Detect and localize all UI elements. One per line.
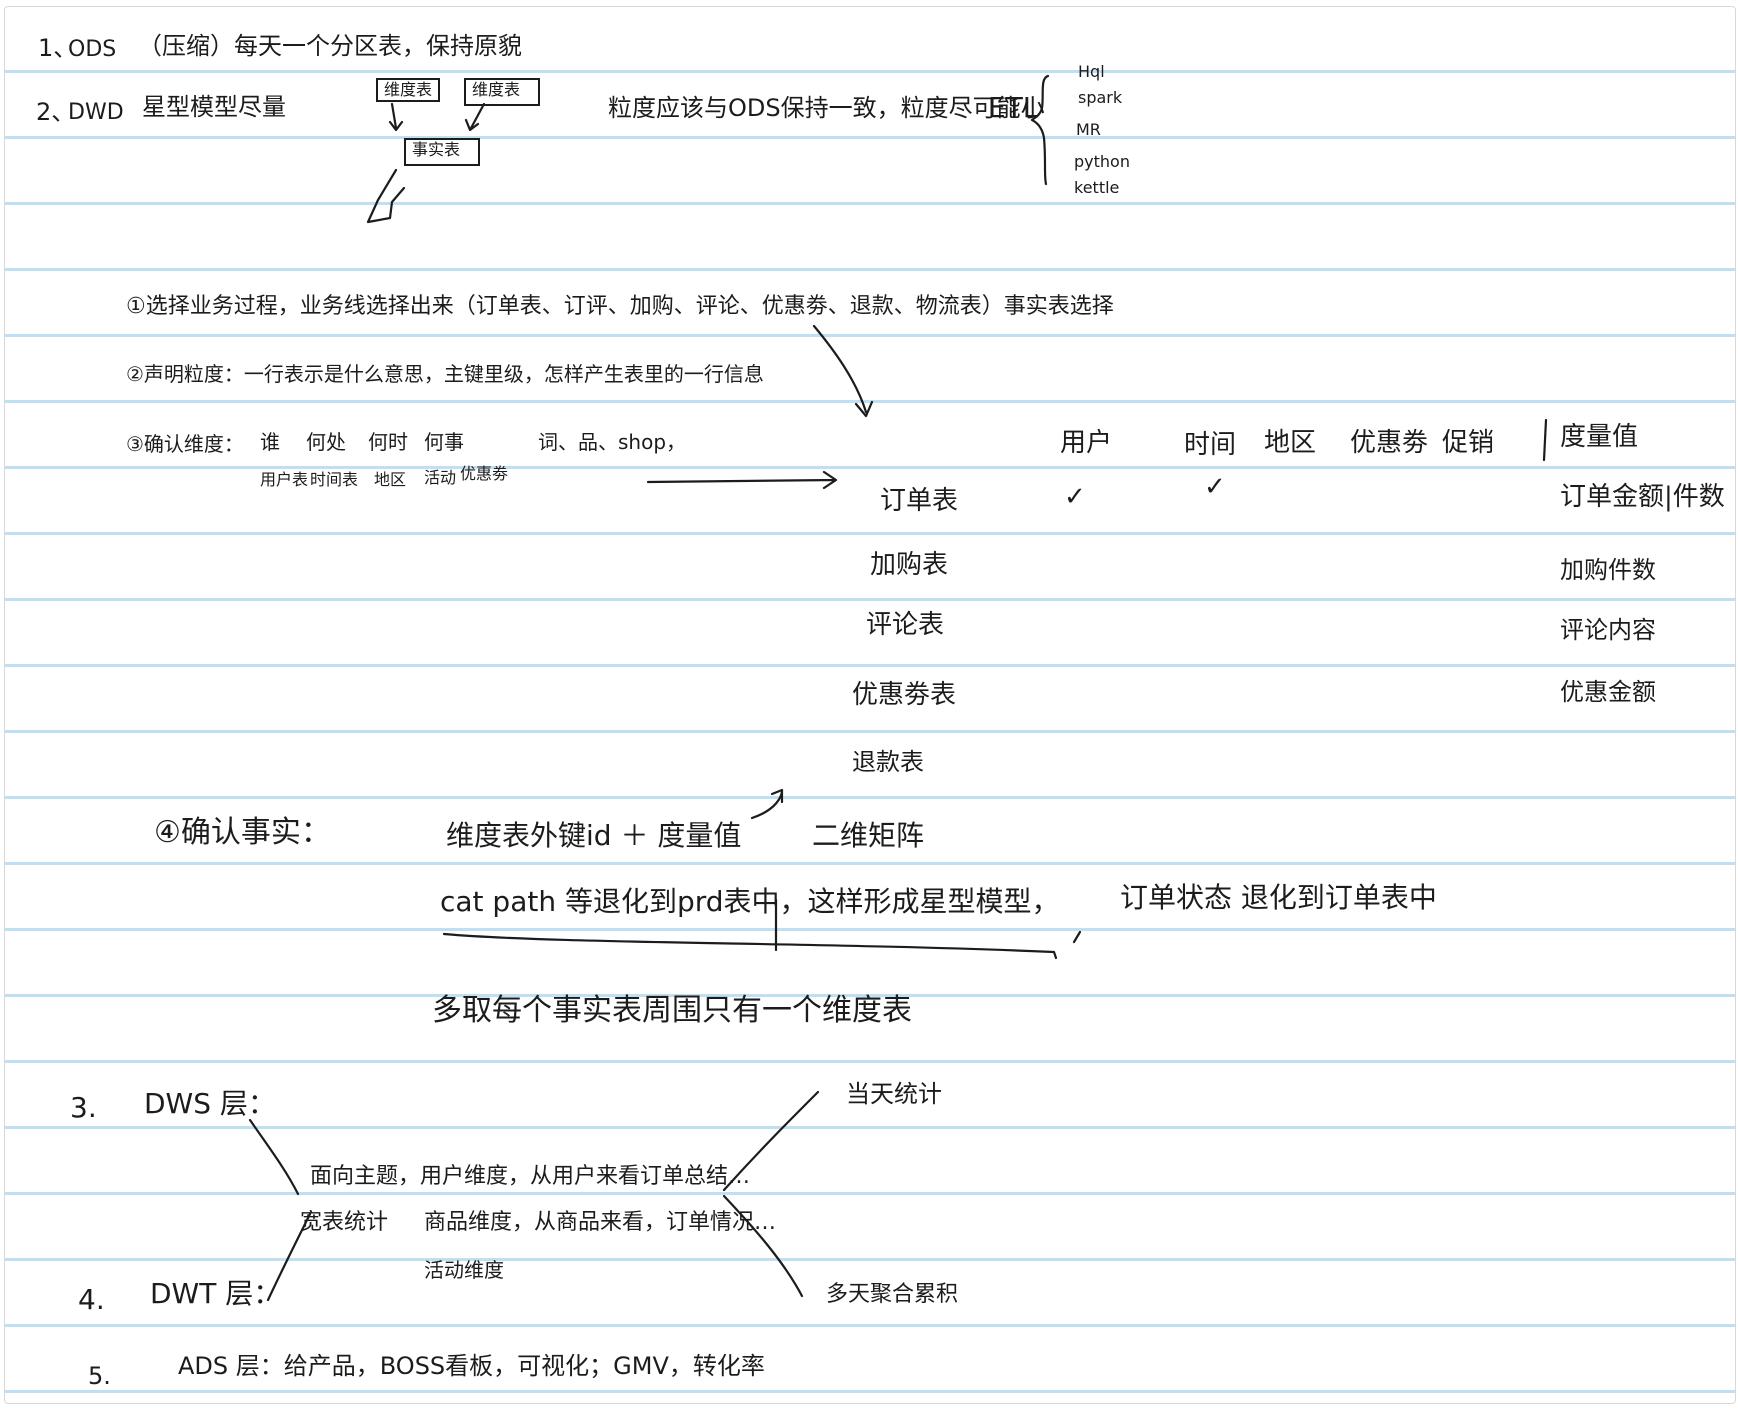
ods-label: ODS <box>68 37 117 62</box>
etl-tool-hql: Hql <box>1078 62 1105 81</box>
matrix-measure-review: 评论内容 <box>1560 616 1656 644</box>
matrix-row-review: 评论表 <box>866 610 945 640</box>
matrix-header-coupon: 优惠劵 <box>1350 428 1429 458</box>
dwd-description: 星型模型尽量 <box>142 93 286 121</box>
fact-table-box: 事实表 <box>404 138 480 166</box>
matrix-header-time: 时间 <box>1184 430 1237 460</box>
matrix-row-coupon: 优惠劵表 <box>852 680 957 710</box>
matrix-measure-coupon: 优惠金额 <box>1560 678 1656 706</box>
ods-description: （压缩）每天一个分区表，保持原貌 <box>138 32 522 60</box>
dimension-table-box-right: 维度表 <box>464 78 540 106</box>
ods-number: 1、 <box>38 34 78 62</box>
matrix-header-user: 用户 <box>1060 428 1113 458</box>
step3-question-who: 谁 <box>260 430 280 454</box>
multi-day-accumulation: 多天聚合累积 <box>826 1282 959 1307</box>
step3-table-activity: 活动 <box>424 468 457 487</box>
matrix-check-order-user: ✓ <box>1064 482 1086 512</box>
matrix-row-refund: 退款表 <box>852 748 924 776</box>
matrix-row-cart: 加购表 <box>870 550 949 580</box>
ads-number: 5. <box>88 1362 111 1390</box>
matrix-header-measure: 度量值 <box>1560 422 1639 452</box>
etl-tool-spark: spark <box>1078 88 1123 107</box>
matrix-check-order-time: ✓ <box>1204 472 1226 502</box>
step4-cat-path: cat path 等退化到prd表中，这样形成星型模型， <box>440 885 1060 918</box>
matrix-header-promotion: 促销 <box>1442 428 1495 458</box>
matrix-header-region: 地区 <box>1264 428 1317 458</box>
step3-question-where: 何处 <box>306 430 346 454</box>
dwt-label: DWT 层： <box>150 1277 282 1310</box>
dws-number: 3. <box>70 1091 97 1124</box>
granularity-note: 粒度应该与ODS保持一致，粒度尽可能小 <box>608 94 1045 122</box>
daily-stats: 当天统计 <box>846 1080 942 1108</box>
step4-summary: 多取每个事实表周围只有一个维度表 <box>432 993 912 1028</box>
ads-description: ADS 层：给产品，BOSS看板，可视化；GMV，转化率 <box>178 1352 765 1380</box>
step4-formula: 维度表外键id ＋ 度量值 <box>446 819 742 852</box>
wide-activity-dimension: 活动维度 <box>424 1258 504 1282</box>
dwt-number: 4. <box>78 1283 105 1316</box>
step4-label: ④确认事实： <box>154 815 331 850</box>
step4-formula-result: 二维矩阵 <box>812 819 925 852</box>
step1-business-process: ①选择业务过程，业务线选择出来（订单表、订评、加购、评论、优惠劵、退款、物流表）… <box>126 294 1114 319</box>
dimension-table-box-left: 维度表 <box>376 78 441 102</box>
step3-table-time: 时间表 <box>310 470 359 489</box>
step3-extra: 词、品、shop， <box>538 430 687 454</box>
step3-table-coupon: 优惠劵 <box>460 464 509 483</box>
etl-tool-kettle: kettle <box>1074 178 1120 197</box>
etl-tool-mr: MR <box>1076 120 1101 139</box>
step3-label: ③确认维度： <box>126 432 244 456</box>
step3-table-region: 地区 <box>374 470 407 489</box>
etl-label: ETL <box>988 91 1039 124</box>
wide-product-dimension: 商品维度，从商品来看，订单情况… <box>424 1210 777 1235</box>
etl-tool-python: python <box>1074 152 1130 171</box>
dwd-number: 2、 <box>36 98 76 126</box>
step3-question-when: 何时 <box>368 430 408 454</box>
step4-order-status: 订单状态 退化到订单表中 <box>1120 881 1437 914</box>
matrix-row-order: 订单表 <box>880 486 959 516</box>
dwd-label: DWD <box>68 100 124 125</box>
dws-label: DWS 层： <box>144 1087 276 1120</box>
wide-table-label: 宽表统计 <box>300 1210 389 1235</box>
wide-topic-user: 面向主题，用户维度，从用户来看订单总结… <box>310 1164 751 1189</box>
step3-table-user: 用户表 <box>260 470 309 489</box>
matrix-measure-cart: 加购件数 <box>1560 556 1656 584</box>
step2-granularity: ②声明粒度：一行表示是什么意思，主键里级，怎样产生表里的一行信息 <box>126 362 764 386</box>
step3-question-what: 何事 <box>424 430 464 454</box>
matrix-measure-order: 订单金额|件数 <box>1560 482 1725 512</box>
